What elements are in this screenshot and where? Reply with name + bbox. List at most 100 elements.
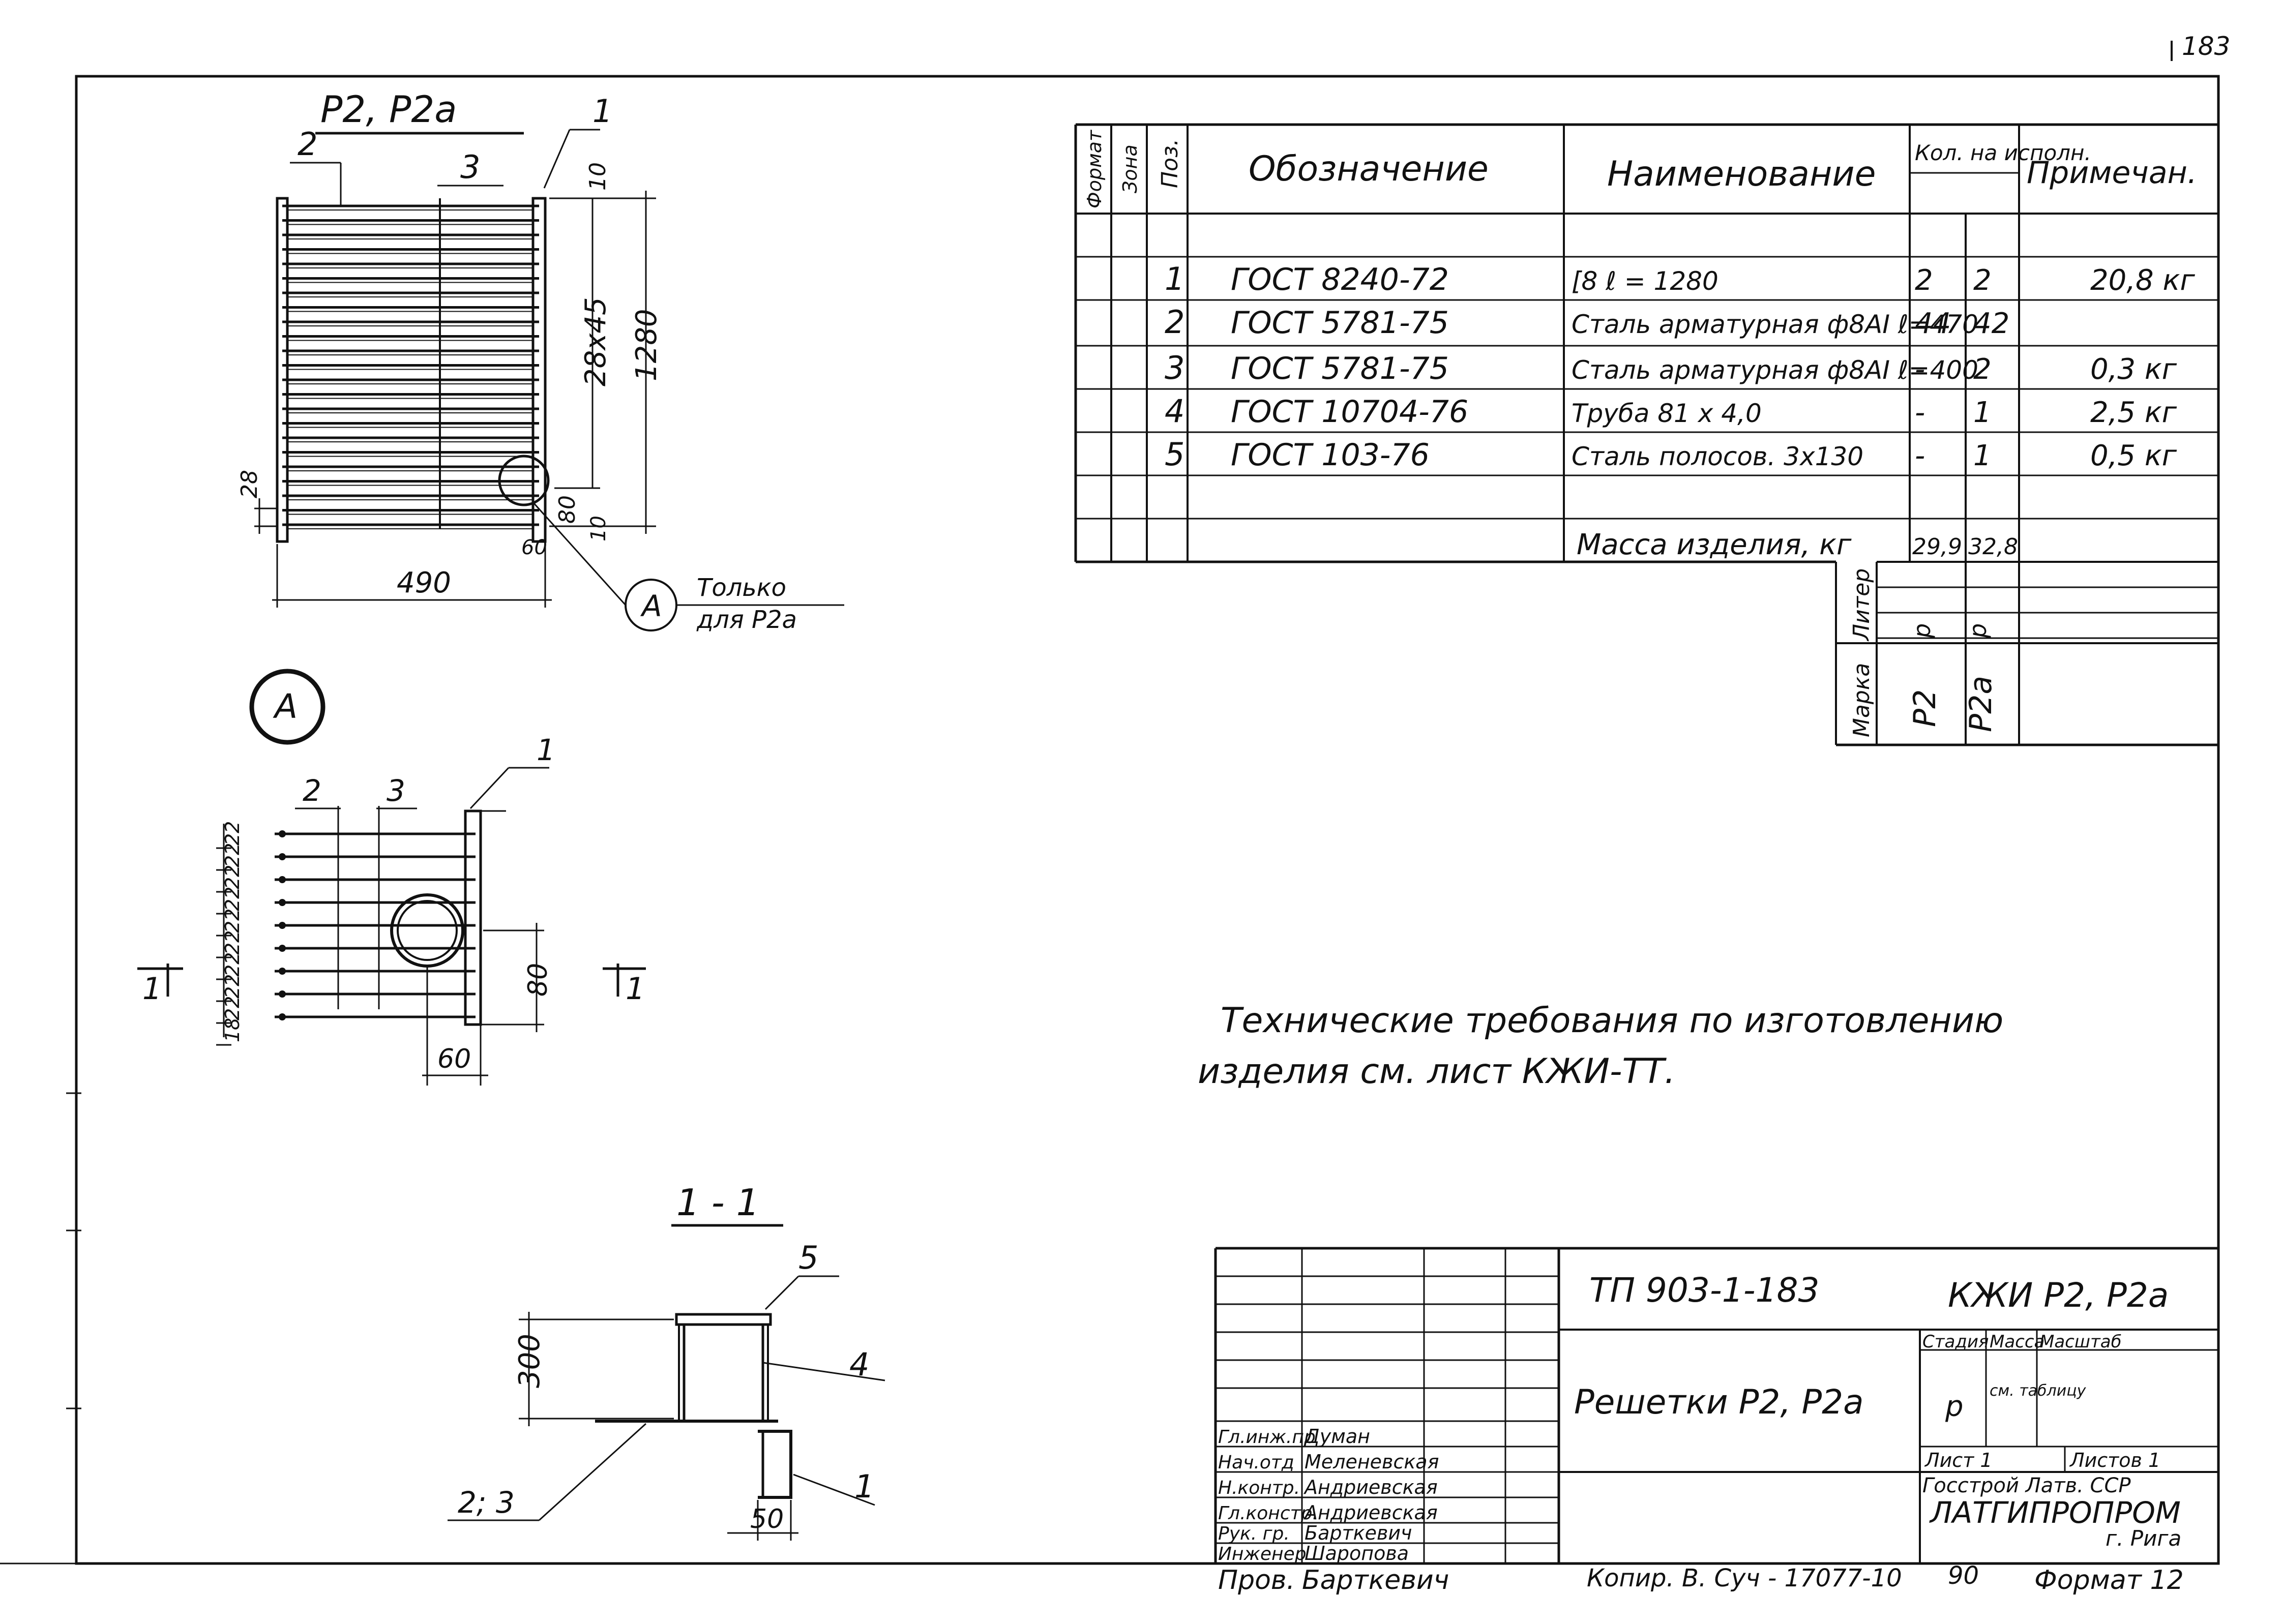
spec-row-pos: 5 [1165, 436, 1184, 473]
spec-header-format: Формат [1083, 129, 1106, 208]
detail-a-mark-circle [249, 669, 325, 745]
spec-header-qty: Кол. на исполн. [1915, 140, 2091, 165]
section-pos-1: 1 [854, 1468, 874, 1505]
mass-value-2: 32,8 [1968, 534, 2018, 560]
only-for-line1: Только [697, 574, 786, 602]
tb-person-name: Думан [1303, 1425, 1370, 1448]
tb-stage-value: р [1945, 1390, 1964, 1423]
detail-dim-value: 22 [221, 909, 244, 933]
tb-person-role: Рук. гр. [1218, 1523, 1290, 1544]
main-view: Р2, Р2а 1 2 3 490 1280 28х45 10 80 [236, 88, 844, 634]
tb-org-line3: г. Рига [2106, 1526, 2181, 1551]
tech-req-line2: изделия см. лист КЖИ-ТТ. [1198, 1051, 1675, 1092]
spec-row-name: [8 ℓ = 1280 [1572, 266, 1718, 296]
callout-a-label: А [640, 589, 662, 623]
spec-row-designation: ГОСТ 5781-75 [1231, 351, 1449, 386]
detail-dim-value: 22 [221, 843, 244, 867]
dim-10-bottom: 10 [587, 516, 610, 542]
dim-28: 28 [236, 470, 262, 498]
spec-row-qty-1: - [1915, 396, 1925, 429]
grate-bars [282, 204, 539, 529]
detail-dim-value: 22 [221, 952, 244, 977]
spec-row-qty-1: - [1915, 353, 1925, 386]
tech-req-line1: Технические требования по изготовлению [1221, 1001, 2003, 1041]
spec-row-note: 0,5 кг [2090, 439, 2177, 472]
spec-row-pos: 3 [1165, 349, 1184, 386]
spec-header-note: Примечан. [2027, 155, 2197, 191]
spec-table: Формат Зона Поз. Обозначение Наименовани… [1074, 123, 2218, 746]
tb-person-name: Шаропова [1305, 1542, 1409, 1565]
tb-person-name: Меленевская [1305, 1451, 1439, 1473]
tb-person-name: Барткевич [1305, 1522, 1412, 1544]
detail-dim-value: 22 [221, 930, 244, 955]
spec-row-designation: ГОСТ 103-76 [1231, 437, 1430, 473]
detail-dim-value: 22 [221, 865, 244, 889]
spec-row-qty-2: 2 [1973, 353, 1992, 386]
section-1-1: 1 - 1 300 5 4 1 2; 3 50 [448, 1181, 885, 1541]
dim-80-main: 80 [554, 495, 580, 524]
dim-10-top: 10 [585, 162, 611, 191]
mark-value-2: Р2а [1963, 676, 1999, 732]
detail-pos-2: 2 [303, 773, 321, 808]
spec-row-name: Сталь полосов. 3х130 [1572, 442, 1863, 471]
detail-bar-end [279, 1013, 286, 1020]
main-pos-1: 1 [592, 93, 612, 130]
dim-1280: 1280 [630, 309, 663, 381]
detail-bar-end [279, 968, 286, 975]
tb-person-role: Нач.отд [1218, 1452, 1294, 1473]
tb-copy-num: 90 [1948, 1561, 1979, 1590]
tb-copy-note: Копир. В. Суч - 17077-10 [1587, 1564, 1902, 1592]
section-pos-5: 5 [798, 1239, 818, 1276]
tb-mass-header: Масса [1990, 1332, 2044, 1352]
tb-title: Решетки Р2, Р2а [1574, 1382, 1864, 1422]
dim-50: 50 [750, 1504, 784, 1535]
tb-scale-header: Масштаб [2039, 1332, 2122, 1352]
spec-row-name: Труба 81 х 4,0 [1572, 399, 1762, 428]
liter-value-1: р [1908, 623, 1936, 639]
section-mark-left: 1 [142, 971, 162, 1007]
detail-bar-end [279, 945, 286, 952]
tb-sheets: Листов 1 [2069, 1449, 2160, 1471]
tb-person-role: Инженер [1218, 1544, 1307, 1565]
spec-header-designation: Обозначение [1249, 149, 1489, 189]
main-pos-3: 3 [460, 148, 480, 186]
detail-dim-value: 22 [221, 887, 244, 911]
tube-circle [498, 455, 550, 506]
detail-a-mark: А [273, 687, 298, 726]
spec-row-note: 20,8 кг [2090, 264, 2195, 297]
spec-row-qty-1: - [1915, 439, 1925, 472]
tb-sheet: Лист 1 [1924, 1449, 1993, 1471]
detail-bars [275, 830, 476, 1020]
spec-row-qty-2: 1 [1973, 396, 1992, 429]
detail-bar-end [279, 876, 286, 883]
tb-code: КЖИ Р2, Р2а [1948, 1276, 2169, 1315]
spec-row-qty-2: 1 [1973, 439, 1992, 472]
title-block: ТП 903-1-183 КЖИ Р2, Р2а Решетки Р2, Р2а… [1214, 1247, 2218, 1596]
detail-dim-value: 22 [221, 974, 244, 999]
spec-row-qty-1: 44 [1915, 307, 1951, 340]
dim-490: 490 [397, 566, 451, 599]
section-pos-4: 4 [849, 1346, 869, 1383]
detail-bar-end [279, 990, 286, 998]
dim-80-detail: 80 [523, 963, 553, 997]
liter-value-2: р [1964, 623, 1992, 639]
section-title: 1 - 1 [676, 1181, 759, 1224]
spec-row-qty-2: 42 [1973, 307, 2009, 340]
tb-checked-name: Барткевич [1302, 1565, 1449, 1596]
sheet-frame [75, 75, 2220, 1565]
spec-header-pos: Поз. [1157, 139, 1183, 188]
detail-pos-1: 1 [537, 733, 555, 767]
sheet-number: 183 [2182, 32, 2230, 61]
detail-dim-value: 22 [221, 821, 244, 846]
dim-28x45: 28х45 [579, 297, 612, 386]
spec-row-pos: 1 [1165, 260, 1184, 297]
detail-bar-end [279, 853, 286, 860]
tb-person-name: Андриевская [1303, 1476, 1438, 1498]
detail-dim-value: 22 [221, 996, 244, 1020]
tb-person-role: Гл.констр. [1218, 1503, 1318, 1524]
